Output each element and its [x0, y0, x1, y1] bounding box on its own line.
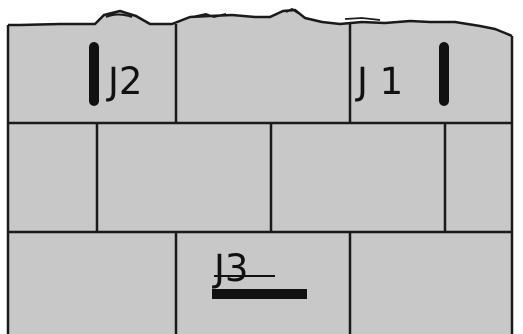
wall-body: [8, 10, 512, 334]
joint-j2-label: J2: [106, 60, 142, 103]
debris-fragment: [345, 18, 380, 20]
joint-j1-label: J 1: [355, 60, 403, 103]
joint-j3-label: J3: [212, 247, 248, 290]
